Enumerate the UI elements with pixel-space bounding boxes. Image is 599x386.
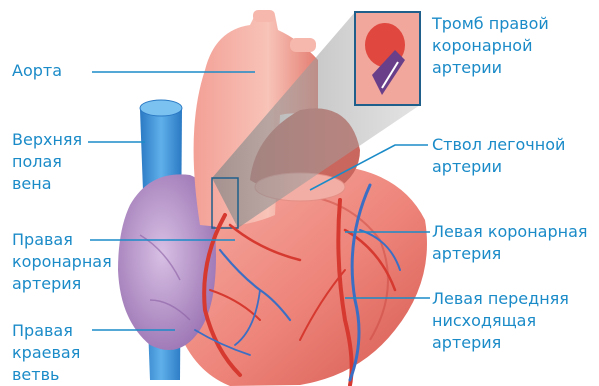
- label-right-coronary-thrombus: Тромб правой коронарной артерии: [432, 13, 549, 79]
- label-aorta: Аорта: [12, 60, 62, 82]
- label-pulmonary-trunk: Ствол легочной артерии: [432, 134, 565, 178]
- thrombus-inset: [355, 12, 420, 105]
- label-left-anterior-descending: Левая передняя нисходящая артерия: [432, 288, 569, 354]
- label-right-marginal-branch: Правая краевая ветвь: [12, 320, 80, 386]
- label-right-coronary-artery: Правая коронарная артерия: [12, 229, 112, 295]
- label-superior-vena-cava: Верхняя полая вена: [12, 129, 82, 195]
- label-left-coronary-artery: Левая коронарная артерия: [432, 221, 588, 265]
